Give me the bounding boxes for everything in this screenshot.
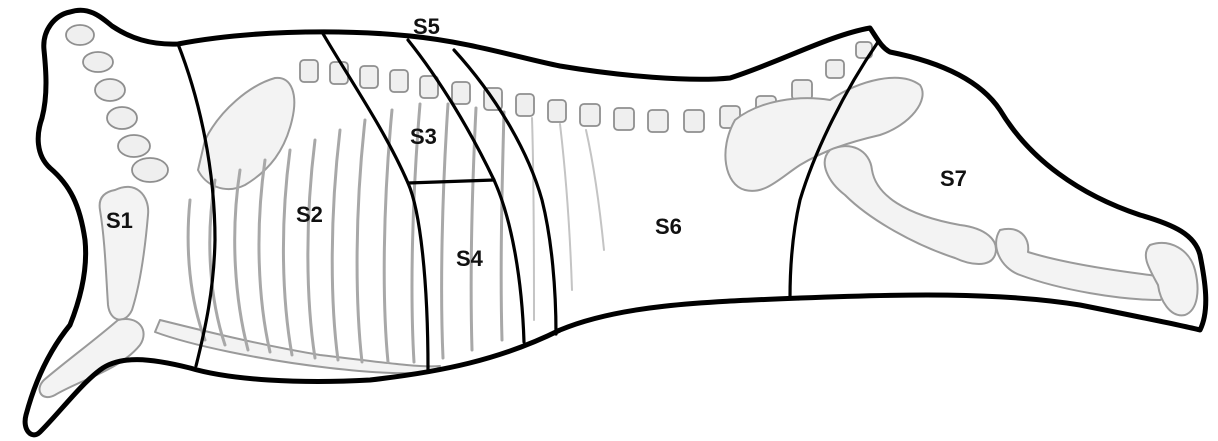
neck-vertebrae [66,25,168,182]
section-label-s6: S6 [655,214,682,239]
section-label-s2: S2 [296,202,323,227]
femur-bone [825,146,996,264]
section-label-s3: S3 [410,124,437,149]
tibia-bone [996,229,1169,300]
carcass-outline [25,10,1206,435]
section-label-s5: S5 [413,14,440,39]
section-label-s7: S7 [940,166,967,191]
humerus-bone [100,187,149,320]
cut-line-s3-s4 [408,180,494,183]
scapula-bone [198,78,294,189]
section-label-s4: S4 [456,246,484,271]
section-label-s1: S1 [106,208,133,233]
